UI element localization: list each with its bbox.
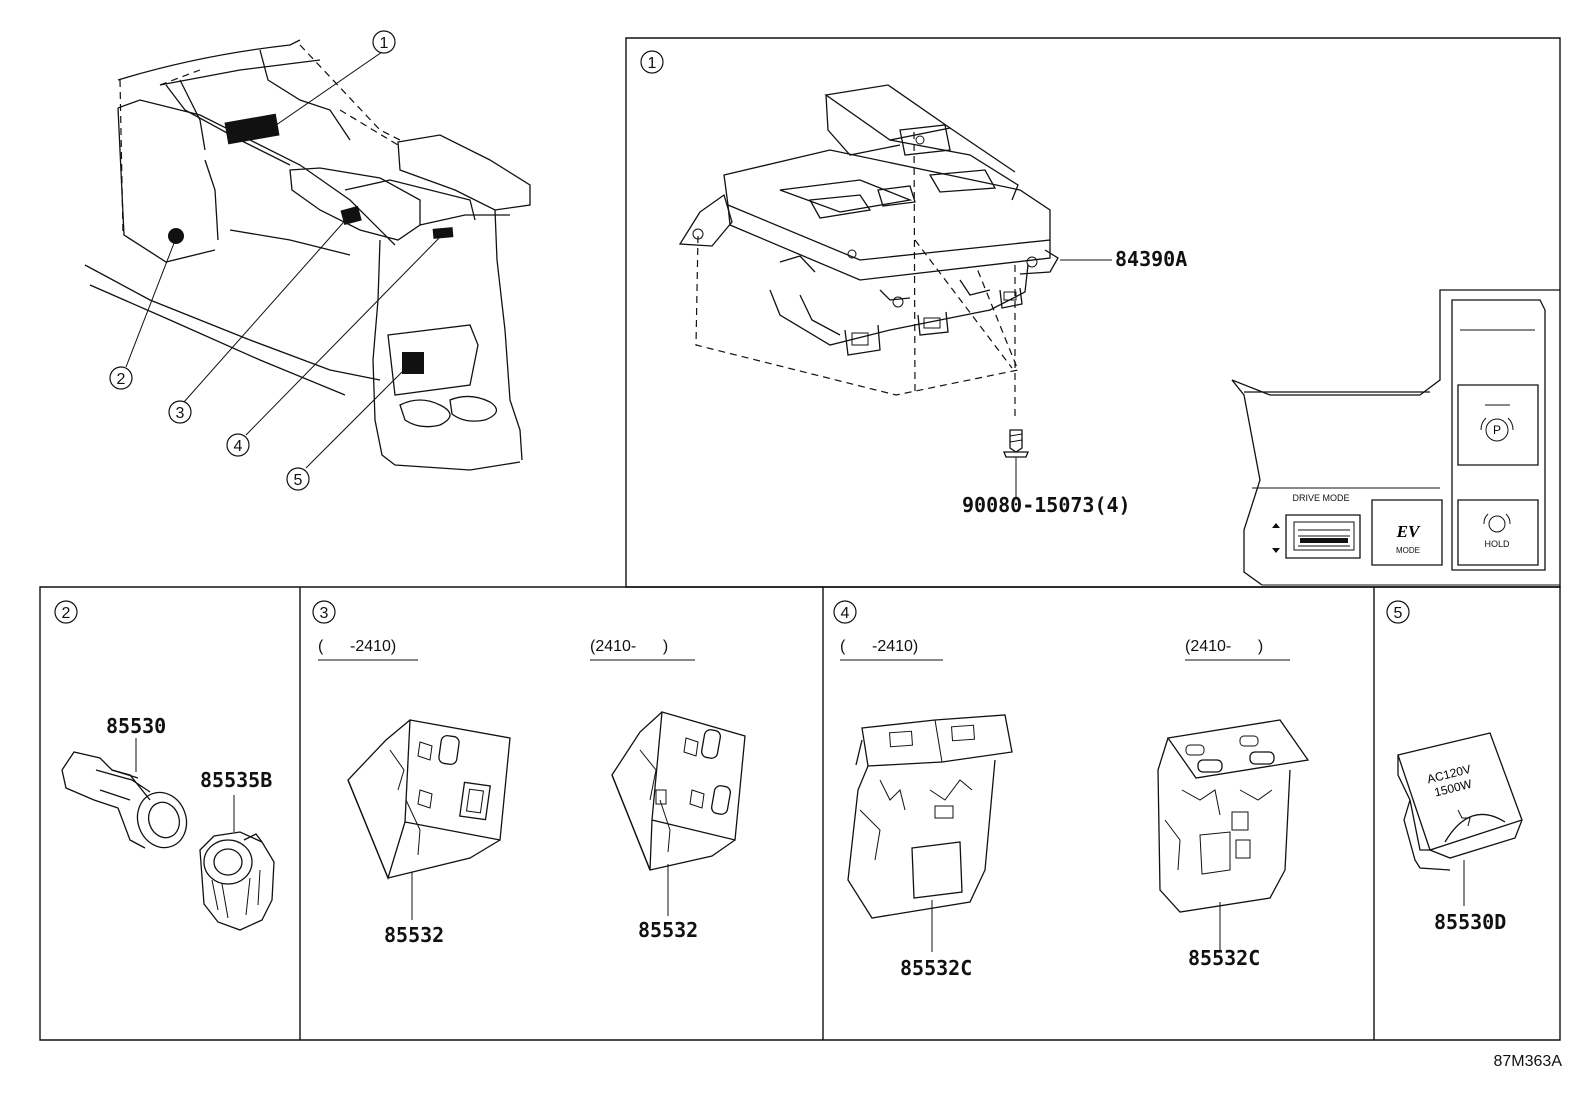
section3-index: 3	[312, 600, 336, 624]
part-number-screw: 90080-15073(4)	[962, 493, 1131, 517]
section2-index: 2	[54, 600, 78, 624]
svg-text:3: 3	[176, 405, 185, 422]
svg-text:4: 4	[234, 438, 243, 455]
section4-index: 4	[833, 600, 857, 624]
callout-2: 2	[109, 366, 133, 390]
svg-text:1: 1	[380, 35, 389, 52]
svg-text:5: 5	[1394, 605, 1403, 622]
screw-drawing	[1003, 429, 1029, 497]
part-number-85530D: 85530D	[1434, 910, 1506, 934]
usb-85532-old-drawing	[347, 719, 511, 920]
console-overview-drawing	[84, 39, 531, 471]
control-panel-inset: DRIVE MODE EV MODE HOLD P	[1231, 289, 1560, 586]
usb-85532C-new-drawing	[1157, 719, 1310, 950]
part-number-85530: 85530	[106, 714, 166, 738]
section1-index: 1	[640, 50, 664, 74]
ev-mode-label: MODE	[1396, 546, 1420, 555]
section4-range-left: ( -2410)	[840, 638, 918, 655]
part-number-85532C-new: 85532C	[1188, 946, 1260, 970]
usb-85532C-old-drawing	[847, 714, 1013, 952]
svg-text:4: 4	[841, 605, 850, 622]
hold-label: HOLD	[1484, 539, 1510, 549]
section4-range-right: (2410- )	[1185, 638, 1263, 655]
part-number-85535B: 85535B	[200, 768, 272, 792]
part-number-85532-new: 85532	[638, 918, 698, 942]
callout-5: 5	[286, 467, 310, 491]
overview-callout-leaders	[125, 51, 444, 469]
part-number-85532-old: 85532	[384, 923, 444, 947]
socket-85535B-drawing	[199, 795, 275, 931]
svg-text:2: 2	[62, 605, 71, 622]
callout-4: 4	[226, 433, 250, 457]
callout-3: 3	[168, 400, 192, 424]
section-frames	[39, 37, 1561, 1041]
callout-1: 1	[372, 30, 396, 54]
switch-assembly-drawing	[678, 84, 1059, 356]
section5-index: 5	[1386, 600, 1410, 624]
section3-range-right: (2410- )	[590, 638, 668, 655]
usb-85532-new-drawing	[611, 711, 746, 916]
ev-label: EV	[1396, 522, 1421, 541]
svg-text:2: 2	[117, 371, 126, 388]
section3-range-left: ( -2410)	[318, 638, 396, 655]
svg-text:1: 1	[648, 55, 657, 72]
ac-outlet-drawing	[1397, 732, 1523, 906]
svg-text:3: 3	[320, 605, 329, 622]
assembly-dashed-outline	[695, 131, 1019, 420]
socket-85530-drawing	[61, 738, 188, 849]
park-icon: P	[1493, 423, 1501, 437]
svg-text:5: 5	[294, 472, 303, 489]
diagram-code: 87M363A	[1493, 1053, 1563, 1070]
part-number-85532C-old: 85532C	[900, 956, 972, 980]
part-number-84390A: 84390A	[1115, 247, 1187, 271]
drive-mode-label: DRIVE MODE	[1292, 493, 1349, 503]
